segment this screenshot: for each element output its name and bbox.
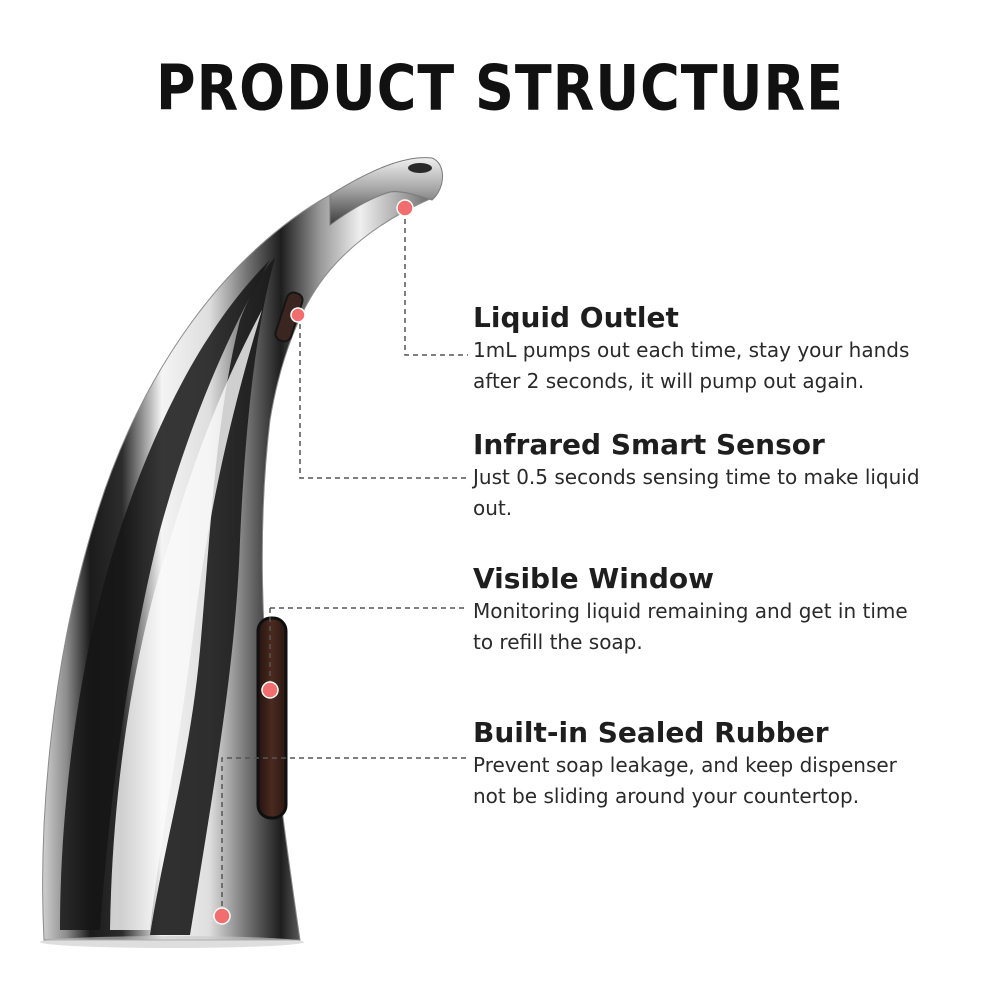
feature-description: 1mL pumps out each time, stay your hands…: [473, 338, 910, 393]
marker-sealed-rubber: [213, 907, 231, 925]
feature-built-in-sealed-rubber: Built-in Sealed Rubber Prevent soap leak…: [473, 716, 897, 812]
marker-visible-window: [261, 681, 279, 699]
feature-title: Visible Window: [473, 562, 714, 595]
reflection-highlight: [110, 310, 262, 930]
marker-infrared-sensor: [290, 307, 306, 323]
feature-title: Infrared Smart Sensor: [473, 428, 825, 461]
visible-window: [256, 616, 288, 820]
leader-sealed-rubber: [221, 757, 468, 915]
feature-infrared-smart-sensor: Infrared Smart Sensor Just 0.5 seconds s…: [473, 428, 920, 524]
feature-description: Just 0.5 seconds sensing time to make li…: [473, 465, 920, 520]
leader-lines: [221, 210, 468, 915]
leader-infrared-sensor: [299, 315, 468, 479]
feature-title: Liquid Outlet: [473, 301, 679, 334]
markers: [213, 199, 414, 925]
marker-liquid-outlet: [396, 199, 414, 217]
feature-title: Built-in Sealed Rubber: [473, 716, 829, 749]
feature-liquid-outlet: Liquid Outlet 1mL pumps out each time, s…: [473, 301, 909, 397]
base-shadow: [40, 936, 304, 948]
feature-description: Monitoring liquid remaining and get in t…: [473, 599, 908, 654]
feature-visible-window: Visible Window Monitoring liquid remaini…: [473, 562, 908, 658]
reflection-streak-left: [60, 260, 270, 930]
spout: [329, 157, 443, 226]
leader-liquid-outlet: [404, 210, 468, 356]
feature-description: Prevent soap leakage, and keep dispenser…: [473, 753, 897, 808]
spout-opening: [408, 163, 432, 173]
reflection-streak-right: [150, 258, 275, 935]
page-title: PRODUCT STRUCTURE: [156, 52, 844, 125]
